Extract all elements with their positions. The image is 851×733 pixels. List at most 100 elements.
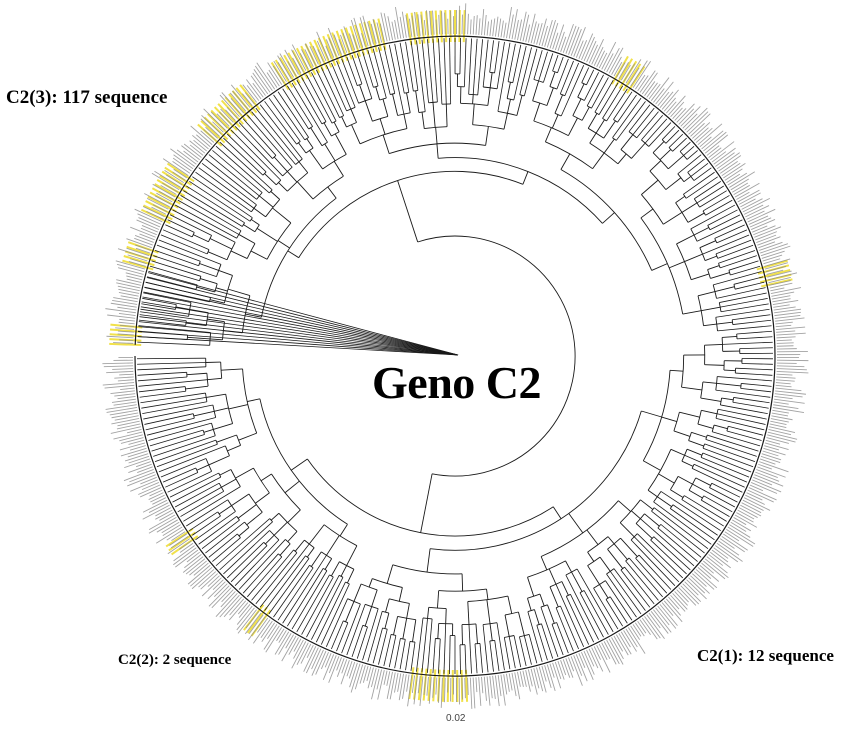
leaf-label bbox=[727, 526, 756, 545]
tree-branch bbox=[730, 265, 761, 276]
leaf-label bbox=[117, 306, 137, 311]
tree-branch bbox=[740, 388, 772, 393]
leaf-label bbox=[261, 622, 276, 643]
tree-branch bbox=[572, 98, 582, 116]
tree-branch bbox=[619, 522, 635, 538]
leaf-label bbox=[110, 390, 135, 394]
leaf-label bbox=[538, 666, 547, 693]
leaf-label bbox=[495, 16, 499, 37]
tree-branch bbox=[256, 192, 263, 200]
tree-branch bbox=[394, 43, 405, 94]
tree-branch bbox=[486, 589, 489, 600]
tree-branch bbox=[602, 85, 624, 119]
tree-branch bbox=[587, 113, 598, 129]
tree-branch bbox=[615, 101, 646, 141]
tree-branch bbox=[691, 431, 707, 438]
tree-branch bbox=[421, 618, 428, 673]
tree-branch bbox=[209, 299, 225, 304]
tree-branch bbox=[709, 482, 713, 488]
tree-branch bbox=[504, 614, 510, 637]
tree-branch bbox=[715, 308, 770, 318]
leaf-label bbox=[776, 336, 796, 339]
leaf-label bbox=[764, 445, 780, 451]
leaf-label bbox=[212, 579, 224, 590]
leaf-label bbox=[126, 428, 142, 434]
leaf-label bbox=[200, 573, 218, 590]
leaf-label bbox=[601, 41, 617, 70]
highlight-leaf bbox=[464, 669, 469, 702]
tree-branch bbox=[277, 567, 314, 621]
leaf-label bbox=[141, 482, 160, 491]
tree-branch bbox=[717, 376, 773, 382]
tree-branch bbox=[641, 194, 664, 225]
leaf-label bbox=[129, 445, 146, 451]
leaf-label bbox=[750, 482, 778, 494]
tree-branch bbox=[489, 623, 493, 641]
leaf-label bbox=[154, 195, 172, 205]
leaf-label bbox=[743, 204, 764, 215]
tree-branch bbox=[713, 424, 728, 430]
tree-branch bbox=[538, 51, 548, 82]
leaf-label bbox=[348, 33, 356, 51]
tree-branch bbox=[242, 118, 277, 156]
tree-branch bbox=[721, 397, 734, 401]
tree-branch bbox=[246, 511, 263, 526]
tree-branch bbox=[687, 158, 705, 173]
tree-branch bbox=[272, 155, 277, 159]
leaf-label bbox=[549, 22, 559, 49]
leaf-label bbox=[554, 24, 565, 51]
tree-branch bbox=[158, 445, 226, 473]
tree-branch bbox=[174, 482, 220, 508]
tree-branch bbox=[559, 60, 574, 95]
tree-branch bbox=[208, 235, 213, 242]
tree-branch bbox=[180, 490, 224, 517]
tree-branch bbox=[728, 260, 759, 271]
leaf-label bbox=[423, 19, 427, 36]
tree-branch bbox=[167, 470, 212, 493]
leaf-label bbox=[106, 335, 134, 339]
tree-branch bbox=[672, 504, 718, 536]
tree-branch bbox=[714, 238, 718, 244]
leaf-label bbox=[737, 509, 755, 520]
tree-branch bbox=[717, 325, 772, 332]
leaf-label bbox=[732, 182, 749, 193]
tree-branch bbox=[690, 228, 698, 242]
leaf-label bbox=[754, 474, 784, 487]
tree-branch bbox=[137, 371, 187, 376]
leaf-label bbox=[115, 260, 146, 270]
tree-branch bbox=[427, 607, 430, 619]
tree-branch bbox=[242, 553, 279, 594]
leaf-label bbox=[257, 617, 269, 633]
leaf-label bbox=[236, 607, 255, 631]
tree-branch bbox=[701, 499, 730, 517]
leaf-label bbox=[478, 18, 481, 35]
tree-branch bbox=[403, 113, 408, 129]
tree-branch bbox=[468, 38, 472, 95]
tree-branch bbox=[402, 618, 408, 639]
leaf-label bbox=[176, 149, 197, 165]
tree-branch bbox=[464, 644, 467, 674]
tree-branch bbox=[568, 117, 578, 136]
tree-branch bbox=[591, 77, 609, 109]
leaf-label bbox=[359, 665, 366, 684]
leaf-label bbox=[350, 663, 361, 693]
leaf-label bbox=[184, 554, 202, 569]
leaf-label-ring bbox=[102, 3, 809, 709]
tree-branch bbox=[189, 511, 218, 531]
leaf-label bbox=[423, 676, 427, 696]
leaf-label bbox=[741, 502, 762, 514]
tree-branch bbox=[323, 122, 332, 137]
leaf-label bbox=[276, 628, 285, 642]
tree-branch bbox=[635, 554, 640, 559]
leaf-label bbox=[674, 108, 687, 121]
tree-branch bbox=[180, 195, 242, 232]
tree-branch bbox=[142, 401, 208, 415]
tree-branch bbox=[739, 347, 773, 350]
leaf-label bbox=[391, 21, 396, 40]
tree-branch bbox=[187, 336, 211, 340]
tree-branch bbox=[704, 443, 756, 462]
tree-branch bbox=[503, 113, 508, 130]
leaf-label bbox=[659, 91, 674, 108]
leaf-label bbox=[110, 302, 137, 308]
leaf-label bbox=[109, 409, 138, 416]
